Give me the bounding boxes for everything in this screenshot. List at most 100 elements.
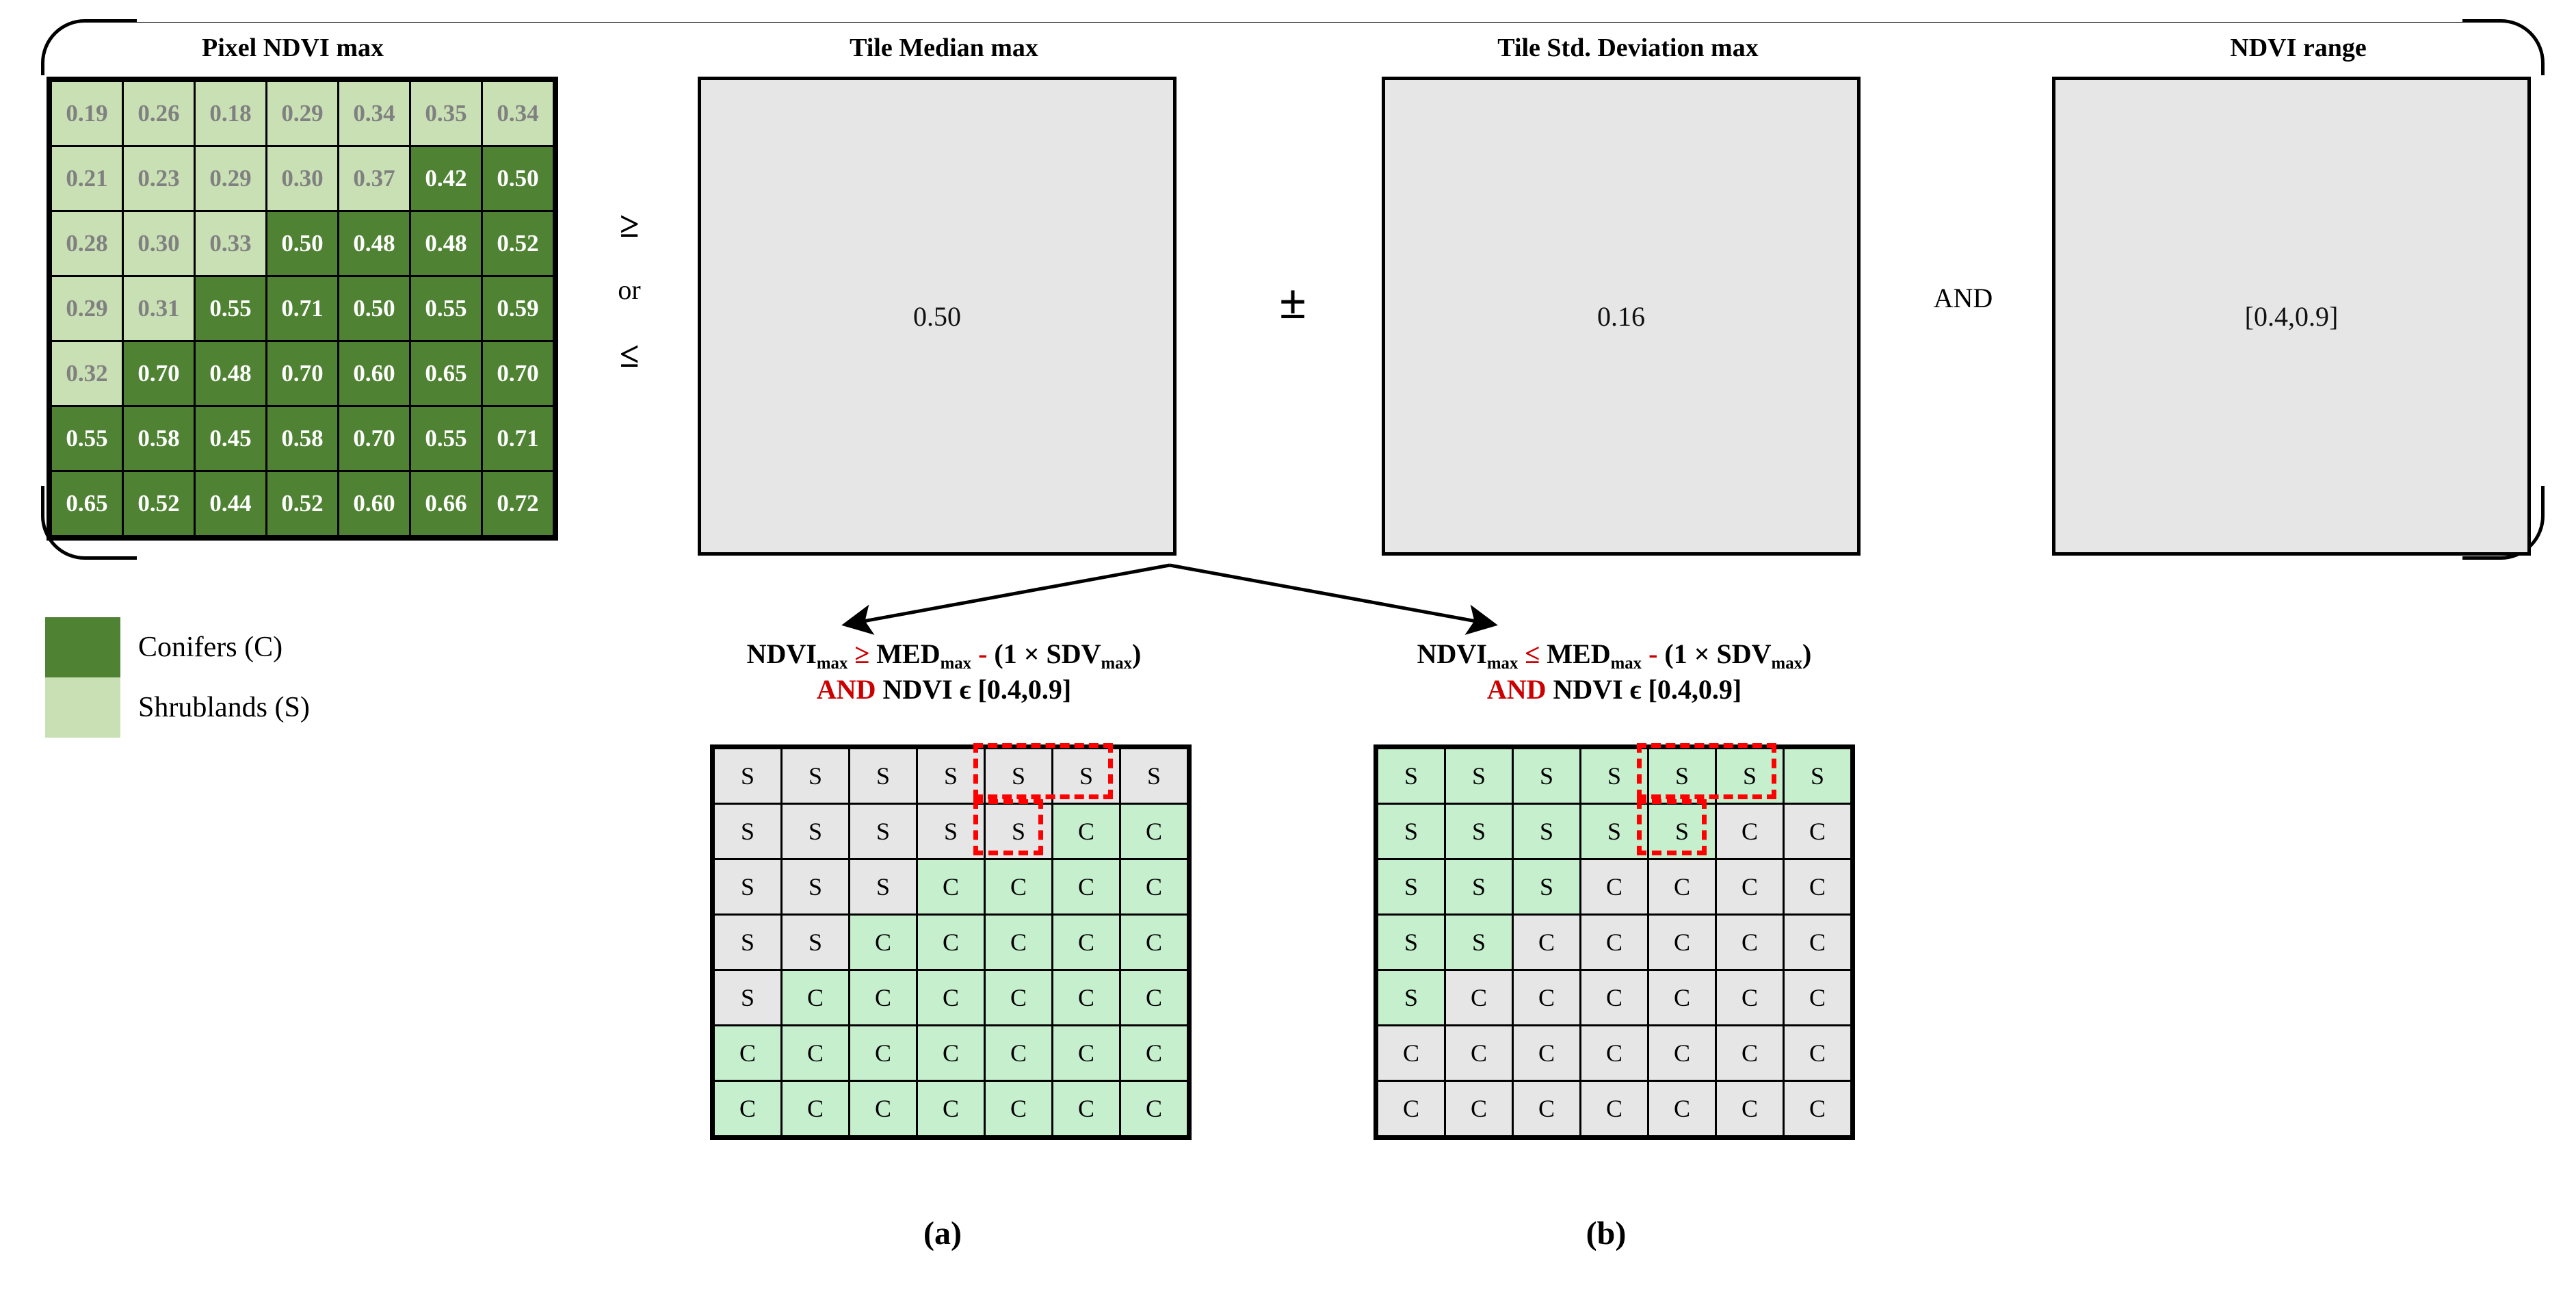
classification-cell: C [1051, 1024, 1121, 1082]
classification-cell: S [916, 803, 986, 860]
classification-cell: S [848, 803, 918, 860]
classification-cell: C [713, 1024, 783, 1082]
condition-formula-b-line1: NDVImax ≤ MEDmax - (1 × SDVmax) [1361, 636, 1867, 673]
formula-a-close: ) [1132, 638, 1142, 669]
legend-item-shrublands: Shrublands (S) [45, 677, 310, 738]
pixel-ndvi-cell: 0.32 [50, 340, 124, 407]
classification-cell: S [1579, 803, 1649, 860]
formula-a-tail: (1 × SDV [994, 638, 1101, 669]
classification-cell: C [848, 1024, 918, 1082]
pixel-ndvi-cell: 0.33 [194, 210, 267, 277]
formula-b-med: MED [1547, 638, 1611, 669]
operator-plus-minus: ± [1279, 274, 1306, 329]
classification-cell: C [1376, 1024, 1446, 1082]
condition-formula-b-line2: AND NDVI ϵ [0.4,0.9] [1361, 672, 1867, 708]
legend: Conifers (C) Shrublands (S) [45, 617, 310, 738]
classification-cell: S [780, 803, 850, 860]
classification-cell: C [1783, 969, 1852, 1026]
classification-cell: S [713, 858, 783, 916]
classification-cell: S [1783, 747, 1852, 805]
classification-cell: C [1119, 1080, 1189, 1137]
pixel-ndvi-cell: 0.48 [409, 210, 483, 277]
pixel-ndvi-cell: 0.29 [50, 275, 124, 342]
operator-less-equal: ≤ [619, 336, 640, 375]
classification-cell: S [1512, 803, 1581, 860]
classification-cell: S [984, 803, 1053, 860]
formula-a-operator: ≥ [854, 638, 870, 669]
classification-cell: S [1376, 913, 1446, 971]
condition-formula-b: NDVImax ≤ MEDmax - (1 × SDVmax) AND NDVI… [1361, 636, 1867, 708]
classification-cell: S [1647, 747, 1717, 805]
classification-cell: C [916, 913, 986, 971]
classification-cell: C [848, 913, 918, 971]
pixel-ndvi-cell: 0.29 [265, 80, 339, 147]
pixel-ndvi-cell: 0.48 [337, 210, 411, 277]
operator-or: or [618, 274, 641, 305]
classification-cell: C [1051, 803, 1121, 860]
pixel-ndvi-cell: 0.52 [122, 470, 196, 537]
classification-cell: C [1579, 1080, 1649, 1137]
tile-std-deviation-max-value: 0.16 [1597, 300, 1645, 332]
classification-cell: S [1444, 747, 1514, 805]
pixel-ndvi-cell: 0.42 [409, 145, 483, 212]
classification-cell: C [916, 858, 986, 916]
pixel-ndvi-cell: 0.71 [481, 405, 555, 472]
classification-cell: S [1376, 969, 1446, 1026]
classification-cell: S [713, 913, 783, 971]
classification-cell: C [1647, 1024, 1717, 1082]
classification-cell: S [984, 747, 1053, 805]
classification-cell: C [1051, 913, 1121, 971]
classification-cell: C [1783, 1080, 1852, 1137]
classification-cell: C [1119, 913, 1189, 971]
classification-cell: C [1579, 913, 1649, 971]
classification-cell: C [1647, 913, 1717, 971]
pixel-ndvi-cell: 0.72 [481, 470, 555, 537]
pixel-ndvi-cell: 0.52 [481, 210, 555, 277]
classification-cell: C [1783, 858, 1852, 916]
classification-cell: C [1444, 969, 1514, 1026]
legend-swatch-shrublands [45, 677, 120, 738]
panel-title-ndvi-range: NDVI range [2230, 34, 2367, 62]
classification-cell: C [1119, 803, 1189, 860]
bracket-mask-top [137, 7, 2462, 22]
formula-a-range: NDVI ϵ [0.4,0.9] [882, 674, 1072, 705]
panel-title-pixel-ndvi-max: Pixel NDVI max [202, 34, 384, 62]
classification-cell: C [1579, 1024, 1649, 1082]
pixel-ndvi-cell: 0.58 [122, 405, 196, 472]
classification-cell: C [1783, 913, 1852, 971]
classification-cell: C [780, 1080, 850, 1137]
classification-cell: C [848, 969, 918, 1026]
pixel-ndvi-cell: 0.37 [337, 145, 411, 212]
classification-cell: S [1715, 747, 1785, 805]
classification-cell: S [916, 747, 986, 805]
classification-cell: S [713, 747, 783, 805]
formula-b-med-sub: max [1610, 654, 1642, 673]
formula-a-ndvi-sub: max [816, 654, 848, 673]
classification-cell: S [1444, 913, 1514, 971]
formula-a-med: MED [876, 638, 941, 669]
pixel-ndvi-cell: 0.58 [265, 405, 339, 472]
pixel-ndvi-cell: 0.29 [194, 145, 267, 212]
classification-cell: C [984, 969, 1053, 1026]
pixel-ndvi-cell: 0.55 [409, 405, 483, 472]
classification-cell: C [1119, 1024, 1189, 1082]
formula-b-operator: ≤ [1525, 638, 1540, 669]
classification-cell: C [1715, 1080, 1785, 1137]
classification-cell: C [713, 1080, 783, 1137]
